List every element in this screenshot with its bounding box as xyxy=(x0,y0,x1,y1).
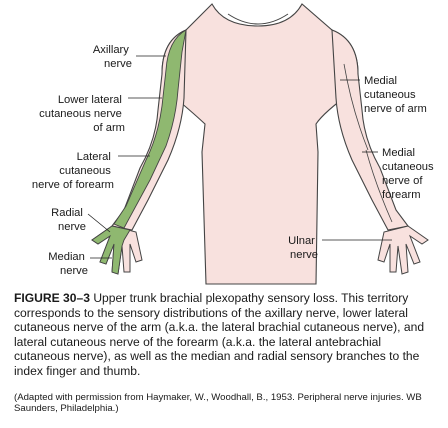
label-line: Axillary xyxy=(93,44,129,56)
label-line: nerve xyxy=(104,58,132,70)
figure-credit: (Adapted with permission from Haymaker, … xyxy=(14,392,422,415)
label-line: Lower lateral xyxy=(58,94,122,106)
label-line: Lateral xyxy=(77,151,111,163)
neck-line xyxy=(227,13,289,25)
label-line: Ulnar xyxy=(288,235,315,247)
figure-caption: FIGURE 30–3 Upper trunk brachial plexopa… xyxy=(14,291,438,379)
label-line: nerve of arm xyxy=(364,103,427,115)
label-line: nerve of xyxy=(382,175,423,187)
label-line: Medial xyxy=(364,75,397,87)
torso xyxy=(161,3,359,285)
label-radial-nerve: Radial nerve xyxy=(51,207,86,233)
medial-forearm-boundary xyxy=(365,149,393,223)
label-line: nerve xyxy=(60,265,88,277)
caption-text: Upper trunk brachial plexopathy sensory … xyxy=(14,291,425,378)
sensory-loss-hand xyxy=(91,225,131,275)
label-line: of arm xyxy=(93,122,125,134)
label-medial-cutaneous-nerve-of-arm: Medial cutaneous nerve of arm xyxy=(364,75,427,115)
medial-arm-boundary xyxy=(343,63,369,151)
leader-radial xyxy=(87,213,111,233)
label-axillary-nerve: Axillary nerve xyxy=(93,44,132,70)
label-line: nerve of forearm xyxy=(32,179,114,191)
label-line: cutaneous xyxy=(364,89,416,101)
right-hand xyxy=(377,225,429,275)
label-line: cutaneous xyxy=(59,165,111,177)
label-lateral-cutaneous-nerve-of-forearm: Lateral cutaneous nerve of forearm xyxy=(32,151,114,191)
label-ulnar-nerve: Ulnar nerve xyxy=(288,235,318,261)
label-line: nerve xyxy=(290,249,318,261)
figure-label: FIGURE 30–3 xyxy=(14,291,90,305)
label-line: nerve xyxy=(58,221,86,233)
label-line: forearm xyxy=(382,189,421,201)
label-medial-cutaneous-nerve-of-forearm: Medial cutaneous nerve of forearm xyxy=(382,147,437,201)
label-median-nerve: Median nerve xyxy=(48,251,88,277)
label-line: Radial xyxy=(51,207,83,219)
label-line: cutaneous nerve xyxy=(39,108,122,120)
label-line: cutaneous xyxy=(382,161,434,173)
body-diagram: Axillary nerve Lower lateral cutaneous n… xyxy=(32,3,437,285)
sensory-loss-arm xyxy=(113,29,187,229)
label-line: Median xyxy=(48,251,85,263)
label-lower-lateral-cutaneous-nerve-of-arm: Lower lateral cutaneous nerve of arm xyxy=(39,94,125,134)
label-line: Medial xyxy=(382,147,415,159)
